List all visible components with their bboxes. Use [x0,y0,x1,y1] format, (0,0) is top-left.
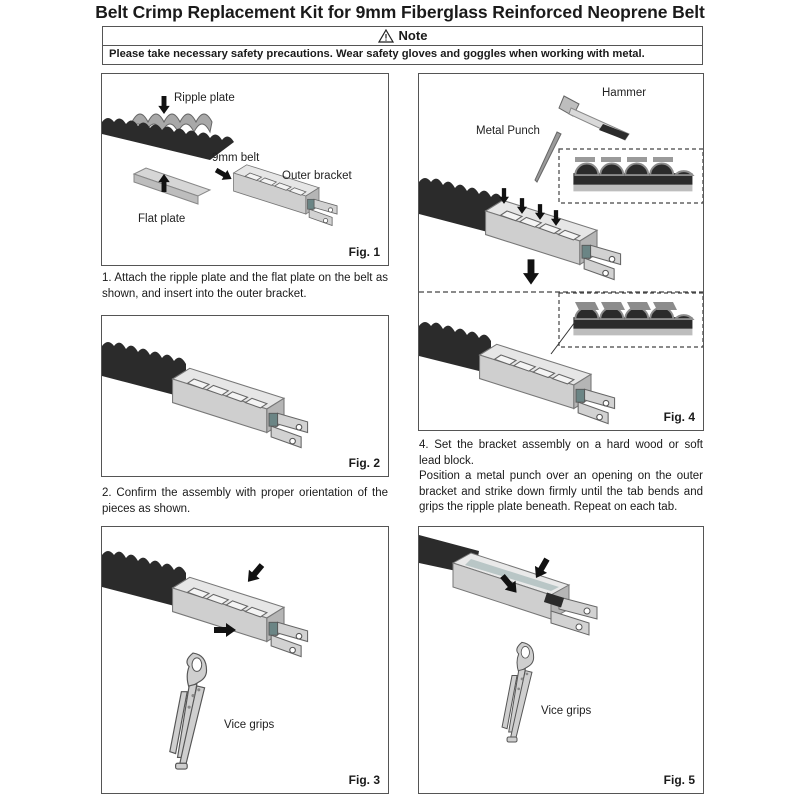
step-2-text: 2. Confirm the assembly with proper orie… [102,487,388,515]
figure-5-label: Fig. 5 [663,773,695,787]
figure-1: Ripple plate 9mm belt Outer bracket Flat… [101,73,389,266]
belt-shape [102,118,234,160]
fig2-illustration [102,342,309,449]
hammer-label: Hammer [602,87,647,99]
figure-1-label: Fig. 1 [348,245,380,259]
safety-note: Note Please take necessary safety precau… [102,26,703,65]
figure-4: Hammer Metal Punch Fig. 4 [418,73,704,431]
step-1-text: 1. Attach the ripple plate and the flat … [102,272,388,300]
step-4-text: 4. Set the bracket assembly on a hard wo… [419,438,703,516]
outer-bracket-label: Outer bracket [282,170,352,182]
flat-plate-label: Flat plate [138,213,186,225]
fig3-illustration [102,551,309,770]
fig4-illustration [419,95,703,425]
warning-triangle-icon [377,29,394,43]
figure-4-label: Fig. 4 [663,410,695,424]
fig1-illustration [102,96,338,226]
belt-label: 9mm belt [212,152,260,164]
note-text: Please take necessary safety precautions… [109,48,645,60]
figure-3: Vice grips Fig. 3 [101,526,389,794]
figure-2: Fig. 2 [101,315,389,477]
document-title: Belt Crimp Replacement Kit for 9mm Fiber… [95,2,705,22]
fig5-illustration [419,535,598,743]
figure-2-label: Fig. 2 [348,456,380,470]
metal-punch-label: Metal Punch [476,125,540,137]
vice-grips-label: Vice grips [541,705,592,717]
vice-grips-label: Vice grips [224,719,275,731]
hammer-shape [558,95,630,141]
note-header: Note [103,27,702,46]
note-heading: Note [398,28,428,43]
ripple-plate-label: Ripple plate [174,92,235,104]
figure-3-label: Fig. 3 [348,773,380,787]
step-4-line-2: Position a metal punch over an opening o… [419,470,703,513]
figure-5: Vice grips Fig. 5 [418,526,704,794]
step-4-line-1: 4. Set the bracket assembly on a hard wo… [419,439,703,467]
